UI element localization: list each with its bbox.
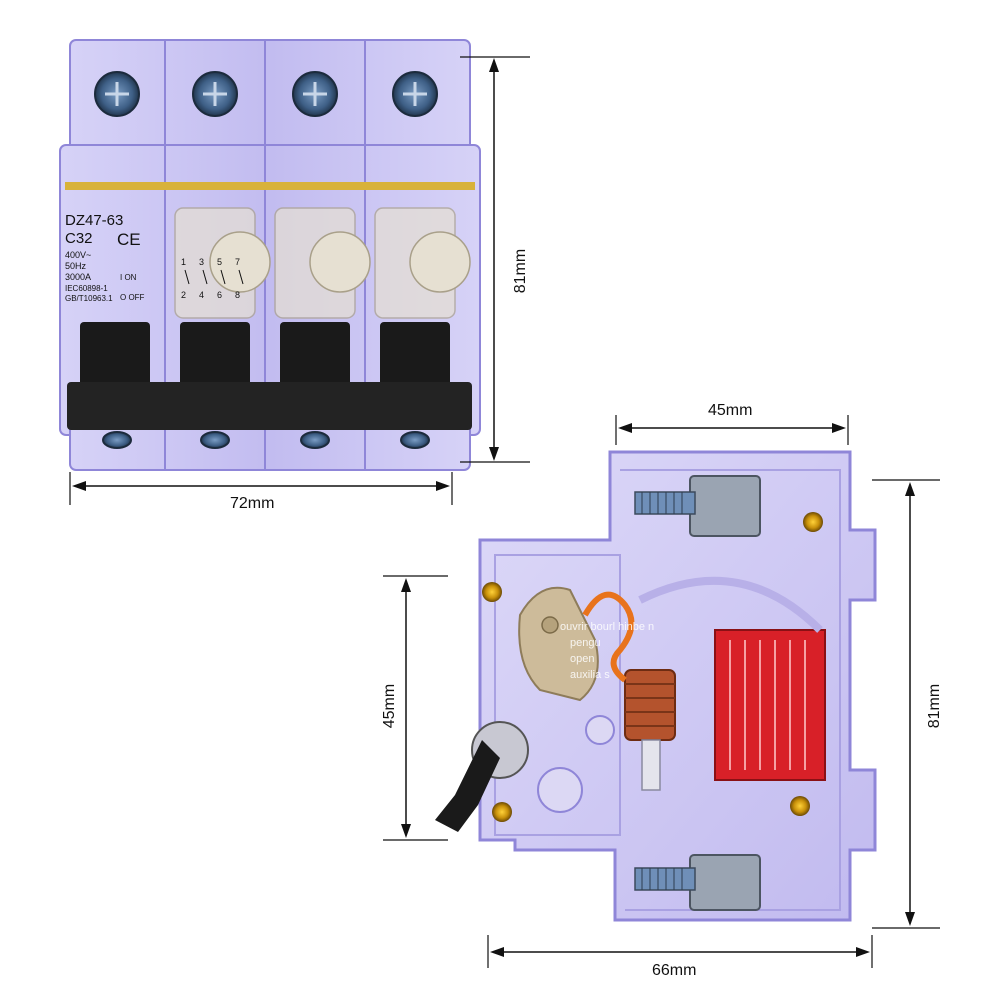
- terminal-label: 4: [199, 290, 204, 300]
- gold-strip: [65, 182, 475, 190]
- terminal-label: 3: [199, 257, 204, 267]
- bottom-terminal-clamp: [689, 854, 761, 911]
- side-label-line: pengu: [570, 637, 601, 649]
- side-handle: [435, 740, 500, 832]
- frequency-text: 50Hz: [65, 261, 87, 271]
- breaker-handle: [80, 322, 150, 392]
- rivet: [790, 796, 810, 816]
- breaker-side-view: ouvrir bourl hinbe n pengu open auxilia …: [435, 450, 877, 922]
- braided-wire: [582, 591, 635, 683]
- side-label-line: open: [570, 653, 594, 665]
- terminal-label: 6: [217, 290, 222, 300]
- terminal-label: 8: [235, 290, 240, 300]
- breaker-handle: [280, 322, 350, 392]
- voltage-text: 400V~: [65, 250, 91, 260]
- breaking-capacity-text: 3000A: [65, 272, 91, 282]
- terminal-label: 5: [217, 257, 222, 267]
- trip-coil: [624, 669, 676, 741]
- terminal-screw-icon: [292, 71, 338, 117]
- breaker-handle: [180, 322, 250, 392]
- standard-text-1: IEC60898-1: [65, 284, 108, 293]
- side-height-label: 81mm: [926, 683, 943, 729]
- terminal-screw-icon: [94, 71, 140, 117]
- terminal-label: 2: [181, 290, 186, 300]
- front-width-label: 72mm: [230, 495, 275, 512]
- front-height-label: 81mm: [512, 248, 529, 294]
- off-label: O OFF: [120, 293, 145, 302]
- terminal-label: 7: [235, 257, 240, 267]
- rivet: [803, 512, 823, 532]
- rivet: [492, 802, 512, 822]
- arc-chute: [714, 629, 826, 781]
- terminal-screw-icon: [192, 71, 238, 117]
- top-terminal-screw: [634, 491, 696, 515]
- trip-latch: [518, 586, 599, 702]
- rating-text: C32: [65, 230, 93, 247]
- side-label-line: ouvrir bourl hinbe n: [560, 621, 654, 633]
- side-label-line: auxilia s: [570, 669, 610, 681]
- side-width-label: 66mm: [652, 962, 697, 979]
- on-label: I ON: [120, 273, 137, 282]
- breaker-front-view: DZ47-63 C32 CE 400V~ 50Hz 3000A IEC60898…: [59, 39, 481, 471]
- model-text: DZ47-63: [65, 212, 123, 229]
- top-terminal-clamp: [689, 475, 761, 537]
- ce-mark: CE: [117, 230, 141, 249]
- standard-text-2: GB/T10963.1: [65, 294, 113, 303]
- side-left-height-label: 45mm: [381, 683, 398, 729]
- rivet: [482, 582, 502, 602]
- side-top-width-label: 45mm: [708, 402, 753, 419]
- terminal-screw-icon: [392, 71, 438, 117]
- terminal-label: 1: [181, 257, 186, 267]
- breaker-handle: [380, 322, 450, 392]
- bottom-terminal-screw: [634, 867, 696, 891]
- handle-tie-bar: [67, 382, 472, 430]
